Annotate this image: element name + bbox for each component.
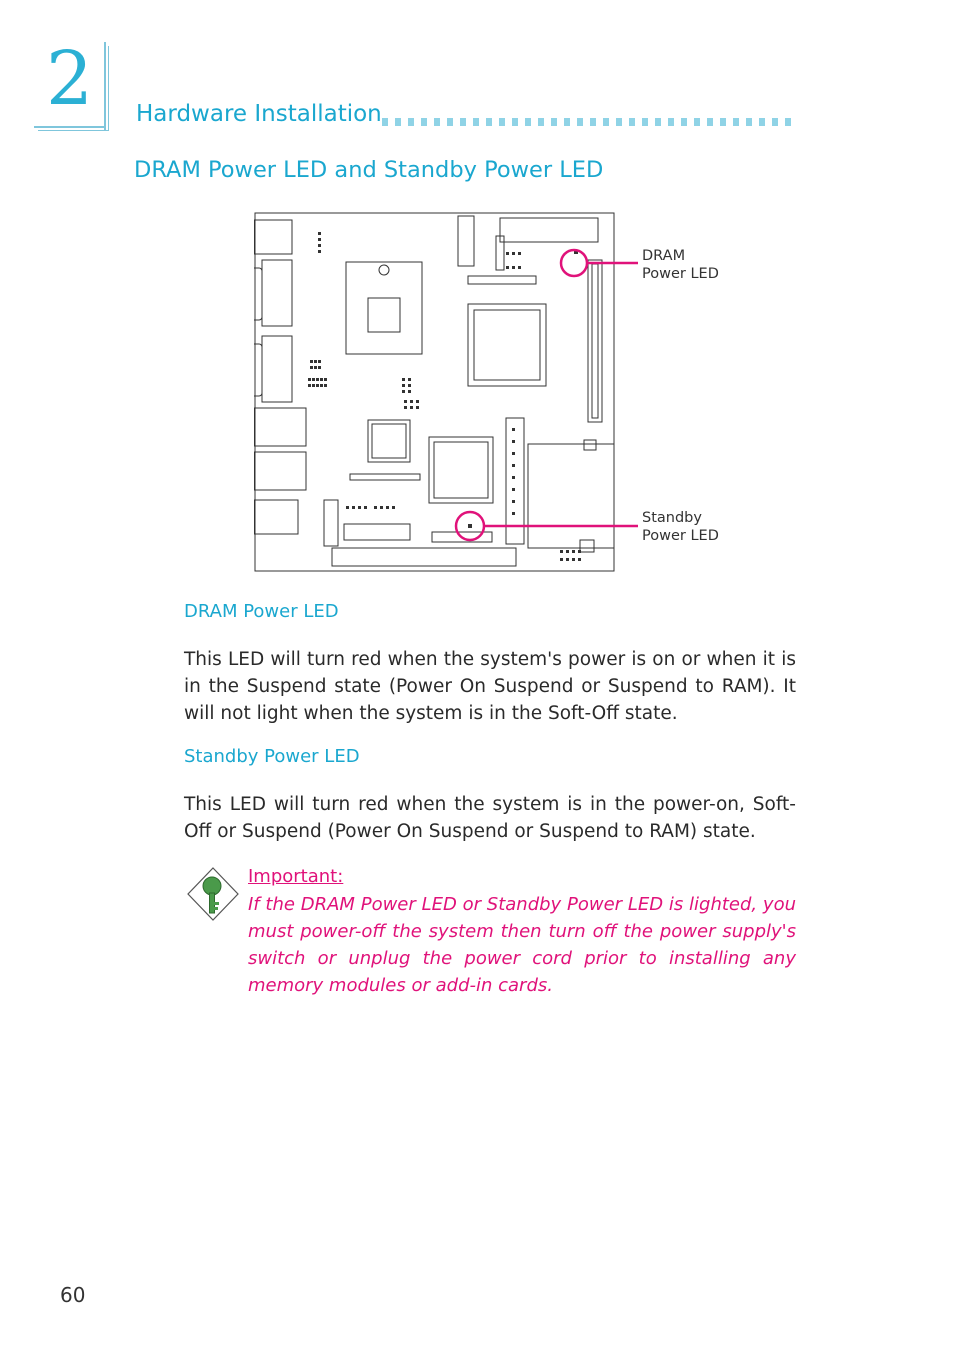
chapter-number: 2 [46, 36, 94, 122]
board-outline [254, 212, 615, 572]
page-number: 60 [60, 1283, 86, 1307]
chapter-marker [34, 42, 109, 131]
page-heading: DRAM Power LED and Standby Power LED [134, 157, 604, 183]
motherboard-diagram [254, 212, 638, 572]
dram-callout-line-2: Power LED [642, 266, 719, 282]
section-title: Hardware Installation [136, 101, 382, 127]
standby-callout-label: Standby Power LED [642, 509, 719, 545]
header-dotted-rule [382, 118, 796, 126]
standby-callout-line-2: Power LED [642, 528, 719, 544]
important-text: If the DRAM Power LED or Standby Power L… [248, 894, 796, 996]
cpu-socket [345, 261, 423, 355]
important-label: Important: [248, 866, 344, 887]
dram-section-heading: DRAM Power LED [184, 601, 339, 622]
standby-section-heading: Standby Power LED [184, 746, 360, 767]
key-icon [187, 867, 239, 921]
southbridge-chip [428, 436, 494, 504]
standby-section-text: This LED will turn red when the system i… [184, 794, 796, 842]
northbridge-chip [467, 303, 547, 387]
dram-section-text: This LED will turn red when the system's… [184, 649, 796, 724]
standby-callout-line-1: Standby [642, 510, 702, 526]
dram-callout-label: DRAM Power LED [642, 247, 719, 283]
dram-callout-line-1: DRAM [642, 248, 686, 264]
dimm-slot [587, 259, 603, 423]
